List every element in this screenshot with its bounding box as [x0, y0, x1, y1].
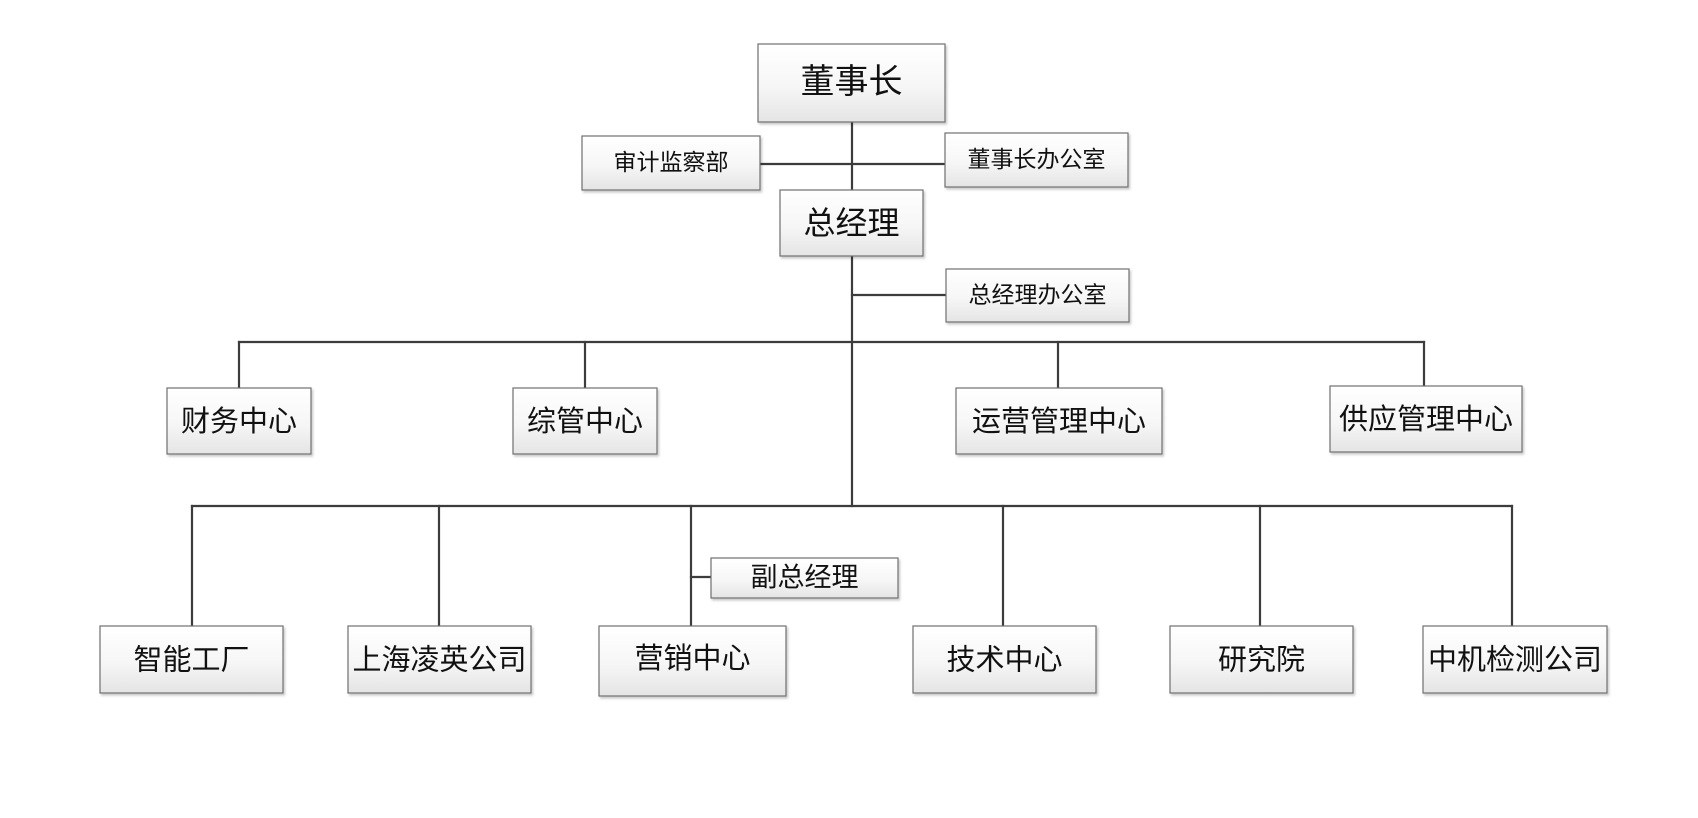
- label-chairman-office: 董事长办公室: [968, 147, 1106, 173]
- box-operations-center[interactable]: 运营管理中心: [955, 387, 1163, 455]
- label-gm-office: 总经理办公室: [969, 283, 1107, 309]
- box-gm[interactable]: 总经理: [779, 189, 924, 257]
- box-marketing-center[interactable]: 营销中心: [598, 625, 787, 697]
- label-supply-center: 供应管理中心: [1339, 402, 1513, 436]
- box-deputy-gm[interactable]: 副总经理: [710, 557, 899, 599]
- label-admin-center: 综管中心: [527, 404, 643, 438]
- box-smart-factory[interactable]: 智能工厂: [99, 625, 284, 694]
- box-supply-center[interactable]: 供应管理中心: [1329, 385, 1523, 453]
- label-smart-factory: 智能工厂: [133, 643, 249, 677]
- label-operations-center: 运营管理中心: [972, 404, 1146, 438]
- label-chairman: 董事长: [801, 62, 903, 102]
- label-finance-center: 财务中心: [181, 404, 297, 438]
- box-finance-center[interactable]: 财务中心: [166, 387, 312, 455]
- connector-lines: [190, 120, 1514, 628]
- label-gm: 总经理: [803, 204, 899, 242]
- label-shanghai-lingying: 上海凌英公司: [352, 643, 526, 677]
- label-audit: 审计监察部: [614, 150, 729, 176]
- box-shanghai-lingying[interactable]: 上海凌英公司: [347, 625, 532, 694]
- box-chairman-office[interactable]: 董事长办公室: [944, 132, 1129, 188]
- label-deputy-gm: 副总经理: [751, 563, 859, 594]
- box-chairman[interactable]: 董事长: [757, 43, 946, 123]
- label-marketing-center: 营销中心: [634, 641, 750, 675]
- label-zhongji-testing: 中机检测公司: [1428, 643, 1602, 677]
- label-research-institute: 研究院: [1218, 643, 1305, 677]
- box-zhongji-testing[interactable]: 中机检测公司: [1422, 625, 1608, 694]
- box-research-institute[interactable]: 研究院: [1169, 625, 1354, 694]
- box-gm-office[interactable]: 总经理办公室: [945, 268, 1130, 323]
- label-technology-center: 技术中心: [946, 643, 1062, 677]
- box-audit[interactable]: 审计监察部: [581, 135, 761, 191]
- box-technology-center[interactable]: 技术中心: [912, 625, 1097, 694]
- box-admin-center[interactable]: 综管中心: [512, 387, 658, 455]
